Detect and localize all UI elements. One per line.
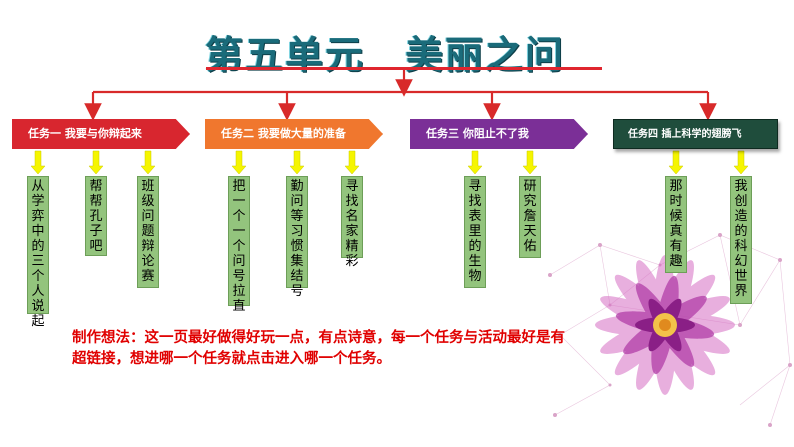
yellow-arrow	[140, 150, 156, 175]
yellow-arrow	[88, 150, 104, 175]
task-banner-4[interactable]: 任务四 插上科学的翅膀飞	[613, 119, 778, 149]
flower-illustration	[548, 233, 792, 427]
task-banner-3[interactable]: 任务三 你阻止不了我	[410, 119, 588, 149]
yellow-arrow	[668, 150, 684, 175]
activity-box[interactable]: 勤问等习惯集结号	[286, 176, 308, 299]
design-note: 制作想法：这一页最好做得好玩一点，有点诗意，每一个任务与活动最好是有超链接，想进…	[72, 330, 565, 367]
yellow-arrow	[231, 150, 247, 175]
task-banner-2[interactable]: 任务二 我要做大量的准备	[205, 119, 383, 149]
yellow-arrow	[733, 150, 749, 175]
activity-box[interactable]: 把一个一个问号拉直	[228, 176, 250, 314]
yellow-arrow	[344, 150, 360, 175]
activity-box[interactable]: 寻找表里的生物	[464, 176, 486, 288]
activity-box[interactable]: 从学弈中的三个人说起	[27, 176, 49, 329]
task-label: 任务二 我要做大量的准备	[221, 127, 346, 140]
title-underline	[206, 67, 602, 70]
activity-box[interactable]: 帮帮孔子吧	[85, 176, 107, 256]
yellow-arrow	[30, 150, 46, 175]
activity-box[interactable]: 寻找名家精彩	[341, 176, 363, 269]
activity-box[interactable]: 我创造的科幻世界	[730, 176, 752, 304]
yellow-arrow	[522, 150, 538, 175]
activity-box[interactable]: 班级问题辩论赛	[137, 176, 159, 288]
task-banner-1[interactable]: 任务一 我要与你辩起来	[12, 119, 190, 149]
task-label: 任务三 你阻止不了我	[426, 127, 529, 140]
activity-box[interactable]: 那时候真有趣	[665, 176, 687, 273]
activity-box[interactable]: 研究詹天佑	[519, 176, 541, 258]
task-label: 任务一 我要与你辩起来	[28, 127, 142, 140]
yellow-arrow	[467, 150, 483, 175]
yellow-arrow	[289, 150, 305, 175]
task-label: 任务四 插上科学的翅膀飞	[628, 129, 742, 140]
